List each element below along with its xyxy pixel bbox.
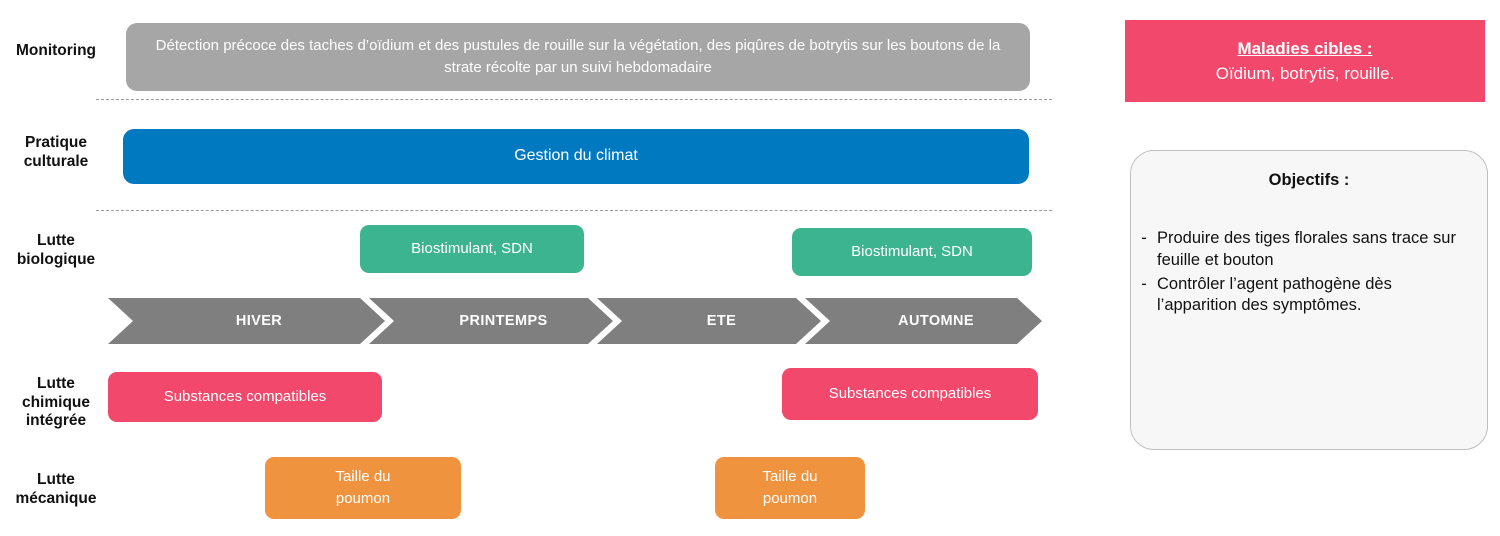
biostimulant-box-2[interactable]: Biostimulant, SDN <box>792 228 1032 276</box>
substances-compatibles-box-2[interactable]: Substances compatibles <box>782 368 1038 420</box>
season-timeline: HIVER PRINTEMPS ETE AUTOMNE <box>108 298 1042 344</box>
gestion-climat-box[interactable]: Gestion du climat <box>123 129 1029 184</box>
row-label-pratique-culturale: Pratique culturale <box>23 134 89 170</box>
separator-line-1 <box>96 99 1052 100</box>
objectifs-list-item: - Produire des tiges florales sans trace… <box>1131 228 1487 272</box>
maladies-body: Oïdium, botrytis, rouille. <box>1215 63 1395 83</box>
row-label-lutte-chimique: Lutte chimique intégrée <box>21 375 91 430</box>
monitoring-box[interactable]: Détection précoce des taches d’oïdium et… <box>126 23 1030 91</box>
season-label-ete: ETE <box>706 313 737 329</box>
season-chevrons-svg <box>108 298 1042 344</box>
season-chevron-printemps[interactable] <box>369 298 613 344</box>
bullet-dash-icon: - <box>1141 229 1147 247</box>
season-label-hiver: HIVER <box>235 313 283 329</box>
separator-line-2 <box>96 210 1052 211</box>
row-label-monitoring: Monitoring <box>15 41 97 59</box>
taille-poumon-box-1[interactable]: Taille du poumon <box>265 457 461 519</box>
season-chevron-ete[interactable] <box>597 298 821 344</box>
season-chevron-hiver[interactable] <box>108 298 385 344</box>
bullet-dash-icon: - <box>1141 274 1147 293</box>
season-chevron-automne[interactable] <box>805 298 1042 344</box>
taille-poumon-box-2[interactable]: Taille du poumon <box>715 457 865 519</box>
objectifs-heading: Objectifs : <box>1268 171 1350 189</box>
season-label-printemps: PRINTEMPS <box>459 313 548 329</box>
maladies-heading: Maladies cibles : <box>1237 39 1373 58</box>
objectifs-list-item: - Contrôler l’agent pathogène dès l’appa… <box>1131 274 1487 318</box>
biostimulant-box-1[interactable]: Biostimulant, SDN <box>360 225 584 273</box>
panel-objectifs: Objectifs : - Produire des tiges florale… <box>1130 150 1488 450</box>
row-label-lutte-mecanique: Lutte mécanique <box>15 471 97 507</box>
season-label-automne: AUTOMNE <box>898 313 974 329</box>
panel-maladies-cibles: Maladies cibles : Oïdium, botrytis, roui… <box>1125 20 1485 102</box>
objectifs-list: - Produire des tiges florales sans trace… <box>1131 228 1487 317</box>
row-label-lutte-biologique: Lutte biologique <box>16 232 96 268</box>
objectifs-item-text: Contrôler l’agent pathogène dès l’appari… <box>1157 274 1392 315</box>
objectifs-item-text: Produire des tiges florales sans trace s… <box>1157 229 1456 269</box>
substances-compatibles-box-1[interactable]: Substances compatibles <box>108 372 382 422</box>
